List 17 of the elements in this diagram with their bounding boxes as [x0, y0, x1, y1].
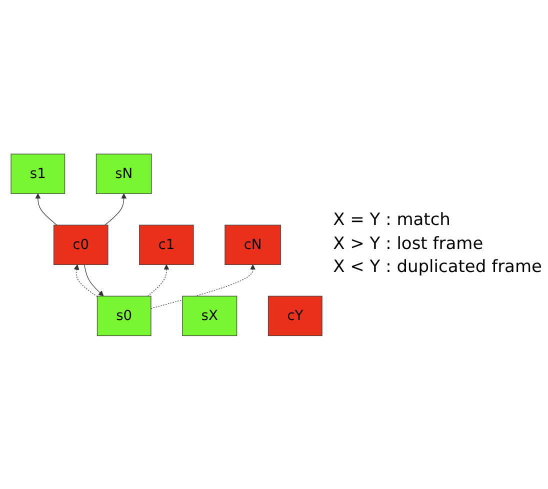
arrow	[150, 264, 256, 308]
legend-note: X > Y : lost frame	[333, 232, 484, 256]
node-box: s1	[10, 153, 66, 194]
arrow	[104, 193, 127, 225]
node-box: c0	[54, 224, 108, 265]
legend-note: X < Y : duplicated frame	[333, 256, 542, 280]
arrow	[84, 264, 104, 296]
node-box: cY	[268, 295, 322, 336]
node-box: cN	[224, 224, 281, 265]
arrow	[147, 264, 170, 296]
arrow	[35, 193, 58, 225]
node-box: s0	[96, 295, 152, 336]
legend-note: X = Y : match	[333, 208, 452, 232]
arrow	[74, 264, 98, 297]
node-box: sX	[182, 295, 238, 336]
node-box: sN	[96, 153, 152, 194]
node-box: c1	[139, 224, 194, 265]
